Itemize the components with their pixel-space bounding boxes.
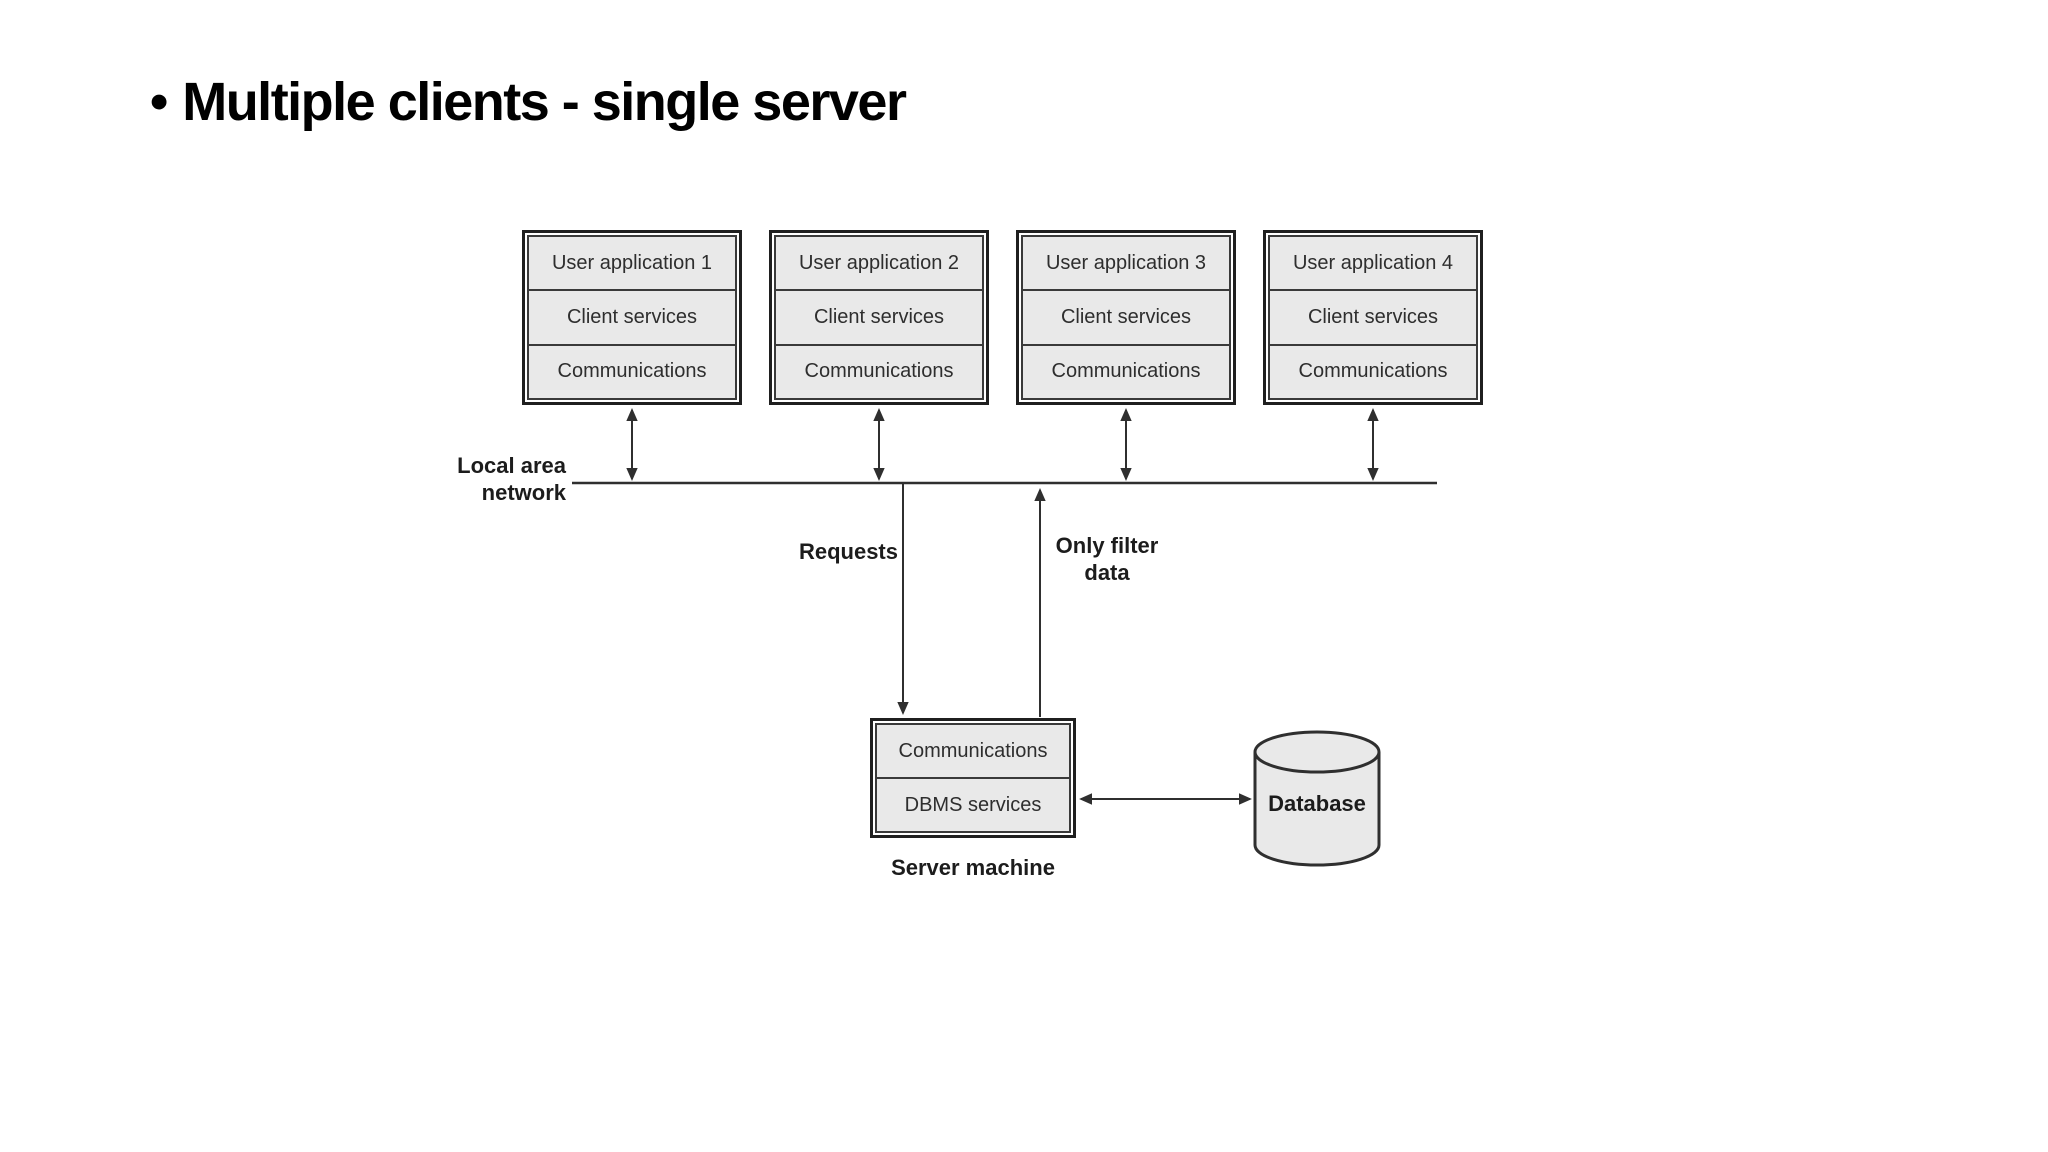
client1-communications-box: Communications	[527, 343, 737, 400]
slide-title: Multiple clients - single server	[182, 72, 907, 132]
client-stack-2: User application 2 Client services Commu…	[769, 230, 989, 405]
client1-user-application-box: User application 1	[527, 235, 737, 292]
client4-user-application-box: User application 4	[1268, 235, 1478, 292]
requests-label: Requests	[798, 539, 898, 564]
server-machine-caption: Server machine	[891, 855, 1055, 880]
client2-communications-box: Communications	[774, 343, 984, 400]
client-stack-4: User application 4 Client services Commu…	[1263, 230, 1483, 405]
lan-label-line1: Local area	[457, 453, 566, 478]
database-cylinder-top	[1253, 730, 1381, 774]
client-stack-1: User application 1 Client services Commu…	[522, 230, 742, 405]
database-label: Database	[1268, 791, 1366, 816]
lan-label: Local area network	[420, 452, 566, 506]
server-stack: Communications DBMS services	[870, 718, 1076, 838]
client4-client-services-box: Client services	[1268, 289, 1478, 346]
client3-communications-box: Communications	[1021, 343, 1231, 400]
client2-client-services-box: Client services	[774, 289, 984, 346]
client3-client-services-box: Client services	[1021, 289, 1231, 346]
filter-data-label-line1: Only filter	[1055, 533, 1159, 558]
filter-data-label-line2: data	[1084, 560, 1130, 585]
client1-client-services-box: Client services	[527, 289, 737, 346]
client3-user-application-box: User application 3	[1021, 235, 1231, 292]
slide-title-row: • Multiple clients - single server	[150, 70, 907, 134]
server-communications-box: Communications	[875, 723, 1071, 779]
bullet-icon: •	[150, 73, 169, 131]
lan-label-line2: network	[481, 480, 566, 505]
filter-data-label: Only filter data	[1040, 532, 1174, 586]
client2-user-application-box: User application 2	[774, 235, 984, 292]
server-dbms-services-box: DBMS services	[875, 777, 1071, 833]
client4-communications-box: Communications	[1268, 343, 1478, 400]
client-stack-3: User application 3 Client services Commu…	[1016, 230, 1236, 405]
